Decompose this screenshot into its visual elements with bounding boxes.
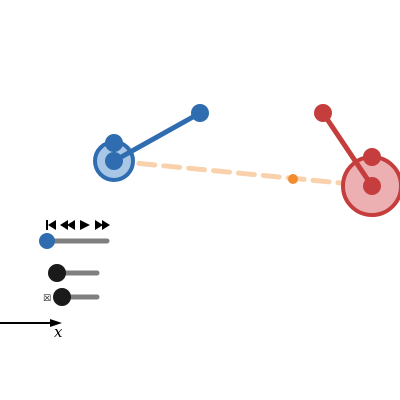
blue-arm-end-handle[interactable] — [191, 104, 209, 122]
blue-pivot-handle[interactable] — [105, 152, 123, 170]
red-secondary-handle[interactable] — [363, 148, 381, 166]
checkbox-glyph[interactable]: ☒ — [43, 294, 51, 304]
progress-slider-knob[interactable] — [39, 233, 55, 249]
step-forward-icon[interactable] — [95, 220, 110, 230]
midpoint-marker — [288, 174, 298, 184]
step-back-icon[interactable] — [60, 220, 75, 230]
progress-slider[interactable] — [39, 233, 110, 249]
blue-secondary-handle[interactable] — [105, 134, 123, 152]
red-pivot-handle[interactable] — [363, 177, 381, 195]
red-arm — [320, 110, 375, 189]
slider-3[interactable] — [53, 288, 100, 306]
x-axis: x — [0, 319, 63, 341]
slider-3-knob[interactable] — [53, 288, 71, 306]
play-icon[interactable] — [80, 220, 90, 230]
slider-2-knob[interactable] — [48, 264, 66, 282]
checkbox-toggle[interactable]: ☒ — [43, 294, 51, 304]
connection-dashed-line — [111, 158, 375, 189]
x-axis-arrowhead — [50, 319, 62, 327]
x-axis-label: x — [54, 323, 63, 341]
slider-2[interactable] — [48, 264, 100, 282]
blue-pendulum[interactable] — [93, 104, 209, 182]
blue-arm — [111, 110, 203, 164]
red-pendulum[interactable] — [314, 104, 400, 217]
red-arm-end-handle[interactable] — [314, 104, 332, 122]
playback-controls — [46, 220, 110, 230]
skip-to-start-icon[interactable] — [46, 220, 56, 230]
